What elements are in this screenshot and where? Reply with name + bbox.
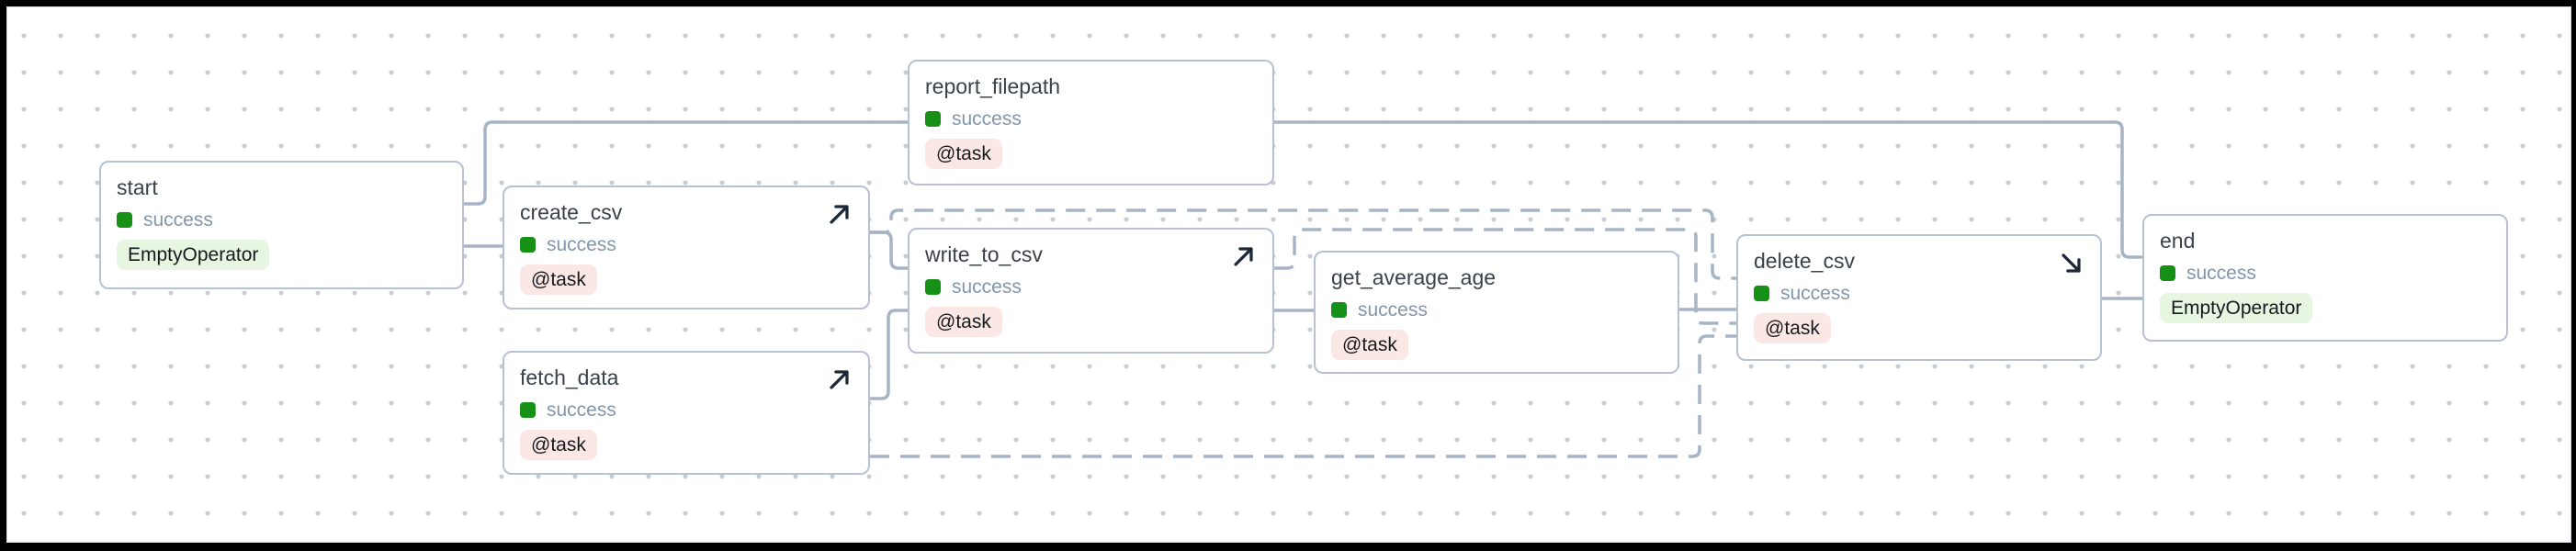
window-frame-right: [2571, 0, 2576, 551]
teardown-arrow-down-right-icon: [2062, 253, 2081, 273]
edge-create_csv-write_to_csv: [870, 231, 908, 270]
status-label: success: [952, 107, 1022, 129]
edge-write_to_csv-delete_csv: [1274, 228, 1736, 325]
task-node-get_average_age[interactable]: get_average_age success @task: [1314, 251, 1679, 374]
status-label: success: [1780, 282, 1850, 304]
task-node-fetch_data[interactable]: fetch_data success @task: [503, 351, 870, 475]
edge-report_filepath-end: [1274, 120, 2142, 259]
task-node-start[interactable]: start success EmptyOperator: [99, 161, 464, 289]
task-node-end[interactable]: end success EmptyOperator: [2142, 214, 2508, 342]
task-node-create_csv[interactable]: create_csv success @task: [503, 186, 870, 309]
status-label: success: [143, 208, 213, 231]
task-status-row: success: [117, 209, 446, 231]
task-title: start: [117, 175, 158, 199]
operator-badge: @task: [925, 138, 1002, 169]
operator-badge: @task: [1754, 312, 1831, 343]
status-label: success: [1358, 298, 1428, 320]
edge-create_csv-delete_csv: [870, 208, 1736, 280]
task-node-delete_csv[interactable]: delete_csv success @task: [1736, 234, 2102, 361]
status-dot: [1331, 302, 1347, 319]
task-node-report_filepath[interactable]: report_filepath success @task: [908, 60, 1274, 186]
status-dot: [925, 279, 941, 296]
task-status-row: success: [520, 234, 853, 256]
operator-badge: EmptyOperator: [2160, 292, 2313, 323]
task-title: report_filepath: [925, 74, 1061, 98]
status-label: success: [2186, 262, 2256, 284]
operator-badge: @task: [520, 264, 597, 295]
status-label: success: [952, 276, 1022, 298]
status-dot: [520, 402, 536, 419]
setup-arrow-up-right-icon: [830, 370, 849, 389]
task-status-row: success: [925, 108, 1257, 130]
task-status-row: success: [1331, 299, 1662, 321]
status-dot: [2160, 265, 2175, 282]
status-dot: [117, 212, 132, 229]
edge-fetch_data-delete_csv: [870, 334, 1736, 458]
setup-arrow-up-right-icon: [1234, 247, 1253, 266]
task-status-row: success: [2160, 263, 2491, 285]
operator-badge: EmptyOperator: [117, 239, 270, 270]
task-title: write_to_csv: [925, 242, 1043, 266]
status-dot: [925, 111, 941, 128]
task-title: create_csv: [520, 200, 623, 224]
status-label: success: [547, 399, 616, 421]
window-frame-bottom: [0, 543, 2576, 551]
task-status-row: success: [1754, 283, 2085, 305]
window-frame-top: [0, 0, 2576, 6]
operator-badge: @task: [925, 306, 1002, 337]
status-dot: [520, 237, 536, 253]
status-dot: [1754, 286, 1769, 302]
task-status-row: success: [925, 276, 1257, 298]
task-title: get_average_age: [1331, 265, 1497, 289]
operator-badge: @task: [520, 429, 597, 460]
window-frame-left: [0, 0, 6, 551]
operator-badge: @task: [1331, 329, 1408, 360]
task-title: delete_csv: [1754, 249, 1855, 273]
task-title: end: [2160, 229, 2196, 253]
edge-start-report_filepath: [464, 120, 908, 206]
setup-arrow-up-right-icon: [830, 205, 849, 224]
status-label: success: [547, 233, 616, 255]
task-title: fetch_data: [520, 365, 619, 389]
task-node-write_to_csv[interactable]: write_to_csv success @task: [908, 228, 1274, 354]
edge-fetch_data-write_to_csv: [870, 309, 908, 400]
task-status-row: success: [520, 399, 853, 422]
